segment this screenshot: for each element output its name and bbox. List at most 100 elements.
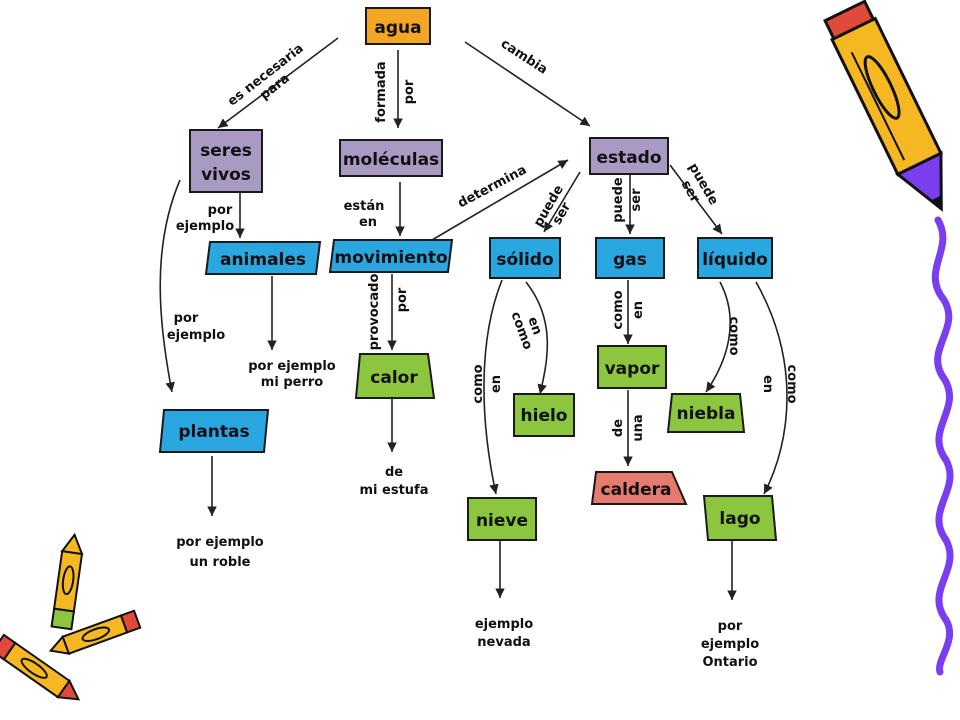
svg-text:vapor: vapor (605, 359, 660, 379)
svg-text:ser: ser (629, 188, 644, 212)
edge-liquido-lago (755, 281, 788, 495)
svg-text:como: como (471, 364, 486, 403)
node-solido: sólido (489, 237, 561, 279)
label-estan-en: están en (344, 199, 385, 230)
label-provocado-por: provocado por (367, 274, 410, 351)
node-calor: calor (354, 353, 436, 399)
svg-text:en: en (359, 215, 377, 230)
svg-text:por: por (402, 79, 417, 104)
svg-text:como: como (611, 290, 626, 329)
svg-text:una: una (631, 414, 646, 441)
label-formada-por: formada por (374, 61, 417, 122)
svg-text:plantas: plantas (178, 422, 249, 442)
label-de-una: de una (611, 414, 646, 441)
svg-text:de: de (611, 419, 626, 437)
svg-text:en: en (760, 375, 775, 393)
node-gas: gas (595, 237, 665, 279)
svg-text:vivos: vivos (201, 165, 251, 185)
svg-text:en: en (524, 315, 544, 337)
label-como-en-nieve: como en (471, 364, 504, 403)
label-por-ejemplo-ontario: por ejemplo Ontario (701, 619, 759, 670)
node-movimiento: movimiento (328, 239, 454, 273)
svg-text:formada: formada (374, 61, 389, 122)
svg-text:sólido: sólido (496, 250, 553, 270)
edge-seres-plantas (159, 179, 181, 393)
svg-text:lago: lago (719, 509, 760, 529)
svg-text:animales: animales (220, 250, 306, 270)
label-por-ejemplo-animales: por ejemplo (176, 203, 234, 234)
node-liquido: líquido (697, 237, 773, 279)
node-lago: lago (702, 495, 778, 541)
svg-text:gas: gas (613, 250, 647, 270)
svg-text:estado: estado (596, 148, 661, 168)
label-por-ejemplo-plantas: por ejemplo (167, 311, 225, 343)
svg-text:Ontario: Ontario (702, 655, 757, 670)
svg-text:ejemplo: ejemplo (701, 637, 759, 652)
label-como-niebla: como (726, 316, 741, 355)
nodes: agua seres vivos moléculas estado animal… (158, 7, 778, 541)
svg-text:por: por (395, 287, 410, 312)
svg-text:en: en (631, 301, 646, 319)
edge-estado-solido (543, 171, 581, 233)
svg-text:están: están (344, 199, 385, 214)
svg-text:agua: agua (374, 18, 421, 38)
edges (159, 37, 788, 600)
node-plantas: plantas (158, 409, 270, 453)
node-nieve: nieve (467, 497, 537, 541)
svg-text:ejemplo: ejemplo (475, 617, 533, 632)
label-puede-ser-solido: puede ser (531, 183, 574, 230)
node-animales: animales (204, 241, 322, 275)
svg-text:por ejemplo: por ejemplo (176, 535, 264, 550)
svg-text:como: como (784, 364, 799, 403)
edge-movimiento-estado (431, 159, 569, 241)
svg-text:niebla: niebla (677, 404, 736, 424)
label-por-ejemplo-mi-perro: por ejemplo mi perro (248, 359, 336, 390)
svg-text:ejemplo: ejemplo (167, 328, 225, 343)
edge-liquido-niebla (705, 281, 731, 393)
svg-text:líquido: líquido (702, 250, 768, 270)
node-moleculas: moléculas (339, 139, 443, 177)
label-ejemplo-nevada: ejemplo nevada (475, 617, 533, 650)
svg-text:movimiento: movimiento (334, 248, 447, 268)
crossed-pencils-icon (0, 532, 142, 701)
node-seres-vivos: seres vivos (189, 129, 263, 193)
wavy-line-decoration (931, 216, 954, 676)
node-agua: agua (365, 7, 431, 45)
label-es-necesaria-para: es necesaria para (225, 41, 307, 109)
svg-text:nieve: nieve (476, 511, 528, 531)
label-puede-ser-liquido: puede ser (678, 161, 721, 208)
edge-agua-estado (464, 41, 591, 127)
svg-text:hielo: hielo (521, 406, 568, 426)
label-puede-ser-gas: puede ser (611, 177, 644, 223)
label-como-en-vapor: como en (611, 290, 646, 329)
label-cambia: cambia (498, 36, 550, 77)
node-estado: estado (589, 137, 669, 175)
svg-text:nevada: nevada (477, 635, 530, 650)
svg-text:provocado: provocado (367, 274, 382, 351)
svg-text:por: por (718, 619, 743, 634)
svg-text:mi estufa: mi estufa (360, 483, 429, 498)
svg-text:por: por (174, 311, 199, 326)
label-de-mi-estufa: de mi estufa (360, 465, 429, 498)
node-caldera: caldera (590, 471, 688, 505)
svg-text:caldera: caldera (601, 480, 672, 500)
edge-solido-hielo (525, 281, 549, 395)
svg-text:por ejemplo: por ejemplo (248, 359, 336, 374)
svg-text:seres: seres (200, 141, 252, 161)
svg-text:un roble: un roble (190, 555, 251, 570)
label-por-ejemplo-un-roble: por ejemplo un roble (176, 535, 264, 570)
svg-text:ejemplo: ejemplo (176, 219, 234, 234)
edge-solido-nieve (483, 279, 503, 495)
svg-text:moléculas: moléculas (343, 150, 439, 170)
node-hielo: hielo (513, 393, 575, 437)
svg-text:puede: puede (611, 177, 626, 223)
svg-text:mi perro: mi perro (261, 375, 323, 390)
edge-estado-liquido (669, 164, 723, 235)
node-vapor: vapor (597, 345, 667, 389)
svg-text:por: por (208, 203, 233, 218)
svg-text:calor: calor (370, 368, 418, 388)
node-niebla: niebla (666, 393, 746, 433)
edge-agua-seres-vivos (217, 37, 339, 129)
label-como-en-lago: como en (760, 364, 799, 403)
